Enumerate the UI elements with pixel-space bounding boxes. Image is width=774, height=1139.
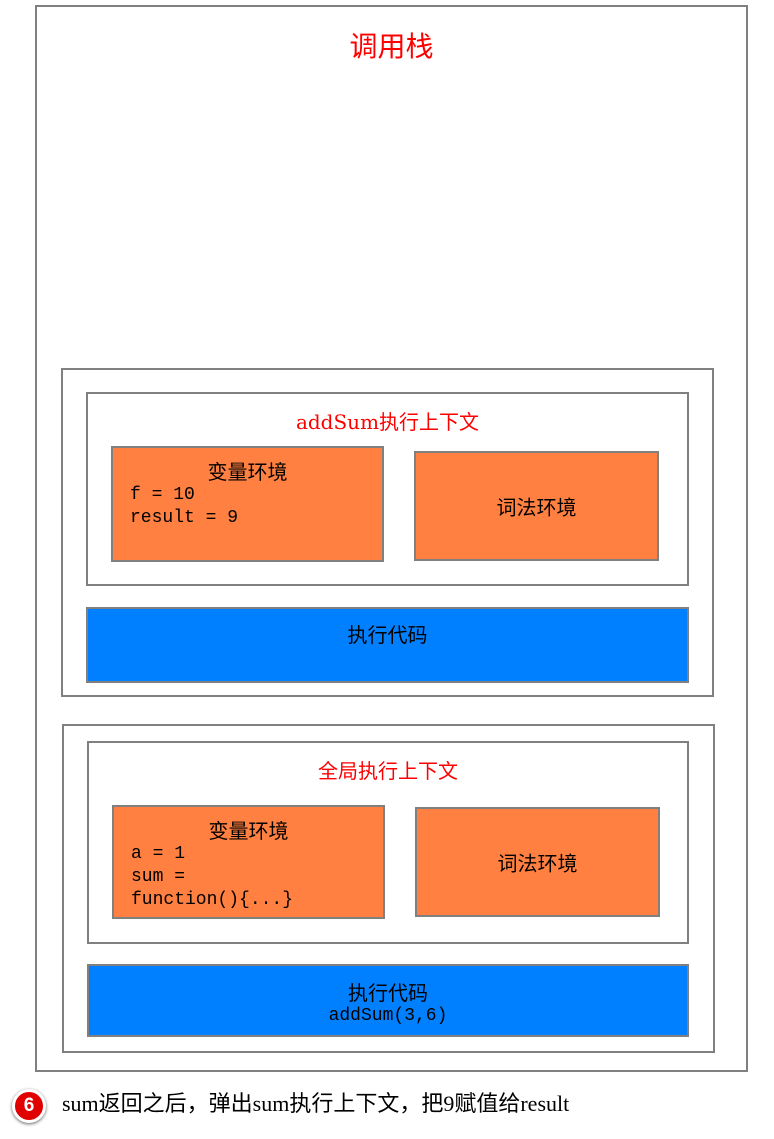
variable-entry: sum =	[131, 867, 186, 887]
variable-environment-label: 变量环境	[208, 819, 289, 843]
execution-code-statement: addSum(3,6)	[328, 1006, 448, 1026]
variable-entry: a = 1	[131, 844, 186, 864]
execution-code-label: 执行代码	[348, 981, 428, 1005]
variable-entry: function(){...}	[131, 890, 294, 910]
lexical-environment-label: 词法环境	[497, 851, 578, 876]
variable-environment-label: 变量环境	[207, 460, 288, 484]
lexical-environment-label: 词法环境	[496, 495, 577, 520]
variable-environment: 变量环境 a = 1 sum = function(){...}	[112, 805, 385, 919]
step-number-badge: 6	[12, 1089, 46, 1123]
variable-environment: 变量环境 f = 10 result = 9	[111, 446, 384, 562]
variable-entry: result = 9	[130, 508, 239, 528]
variable-list: f = 10 result = 9	[113, 484, 382, 530]
variable-list: a = 1 sum = function(){...}	[114, 843, 383, 912]
call-stack-title: 调用栈	[349, 30, 434, 63]
lexical-environment: 词法环境	[415, 807, 660, 917]
context-title: addSum执行上下文	[295, 410, 480, 434]
execution-code: 执行代码	[86, 607, 689, 683]
lexical-environment: 词法环境	[414, 451, 659, 561]
execution-code-label: 执行代码	[347, 623, 428, 647]
context-title: 全局执行上下文	[318, 759, 458, 783]
variable-entry: f = 10	[130, 485, 195, 505]
step-caption: sum返回之后，弹出sum执行上下文，把9赋值给result	[62, 1091, 570, 1116]
execution-code: 执行代码 addSum(3,6)	[87, 964, 689, 1037]
